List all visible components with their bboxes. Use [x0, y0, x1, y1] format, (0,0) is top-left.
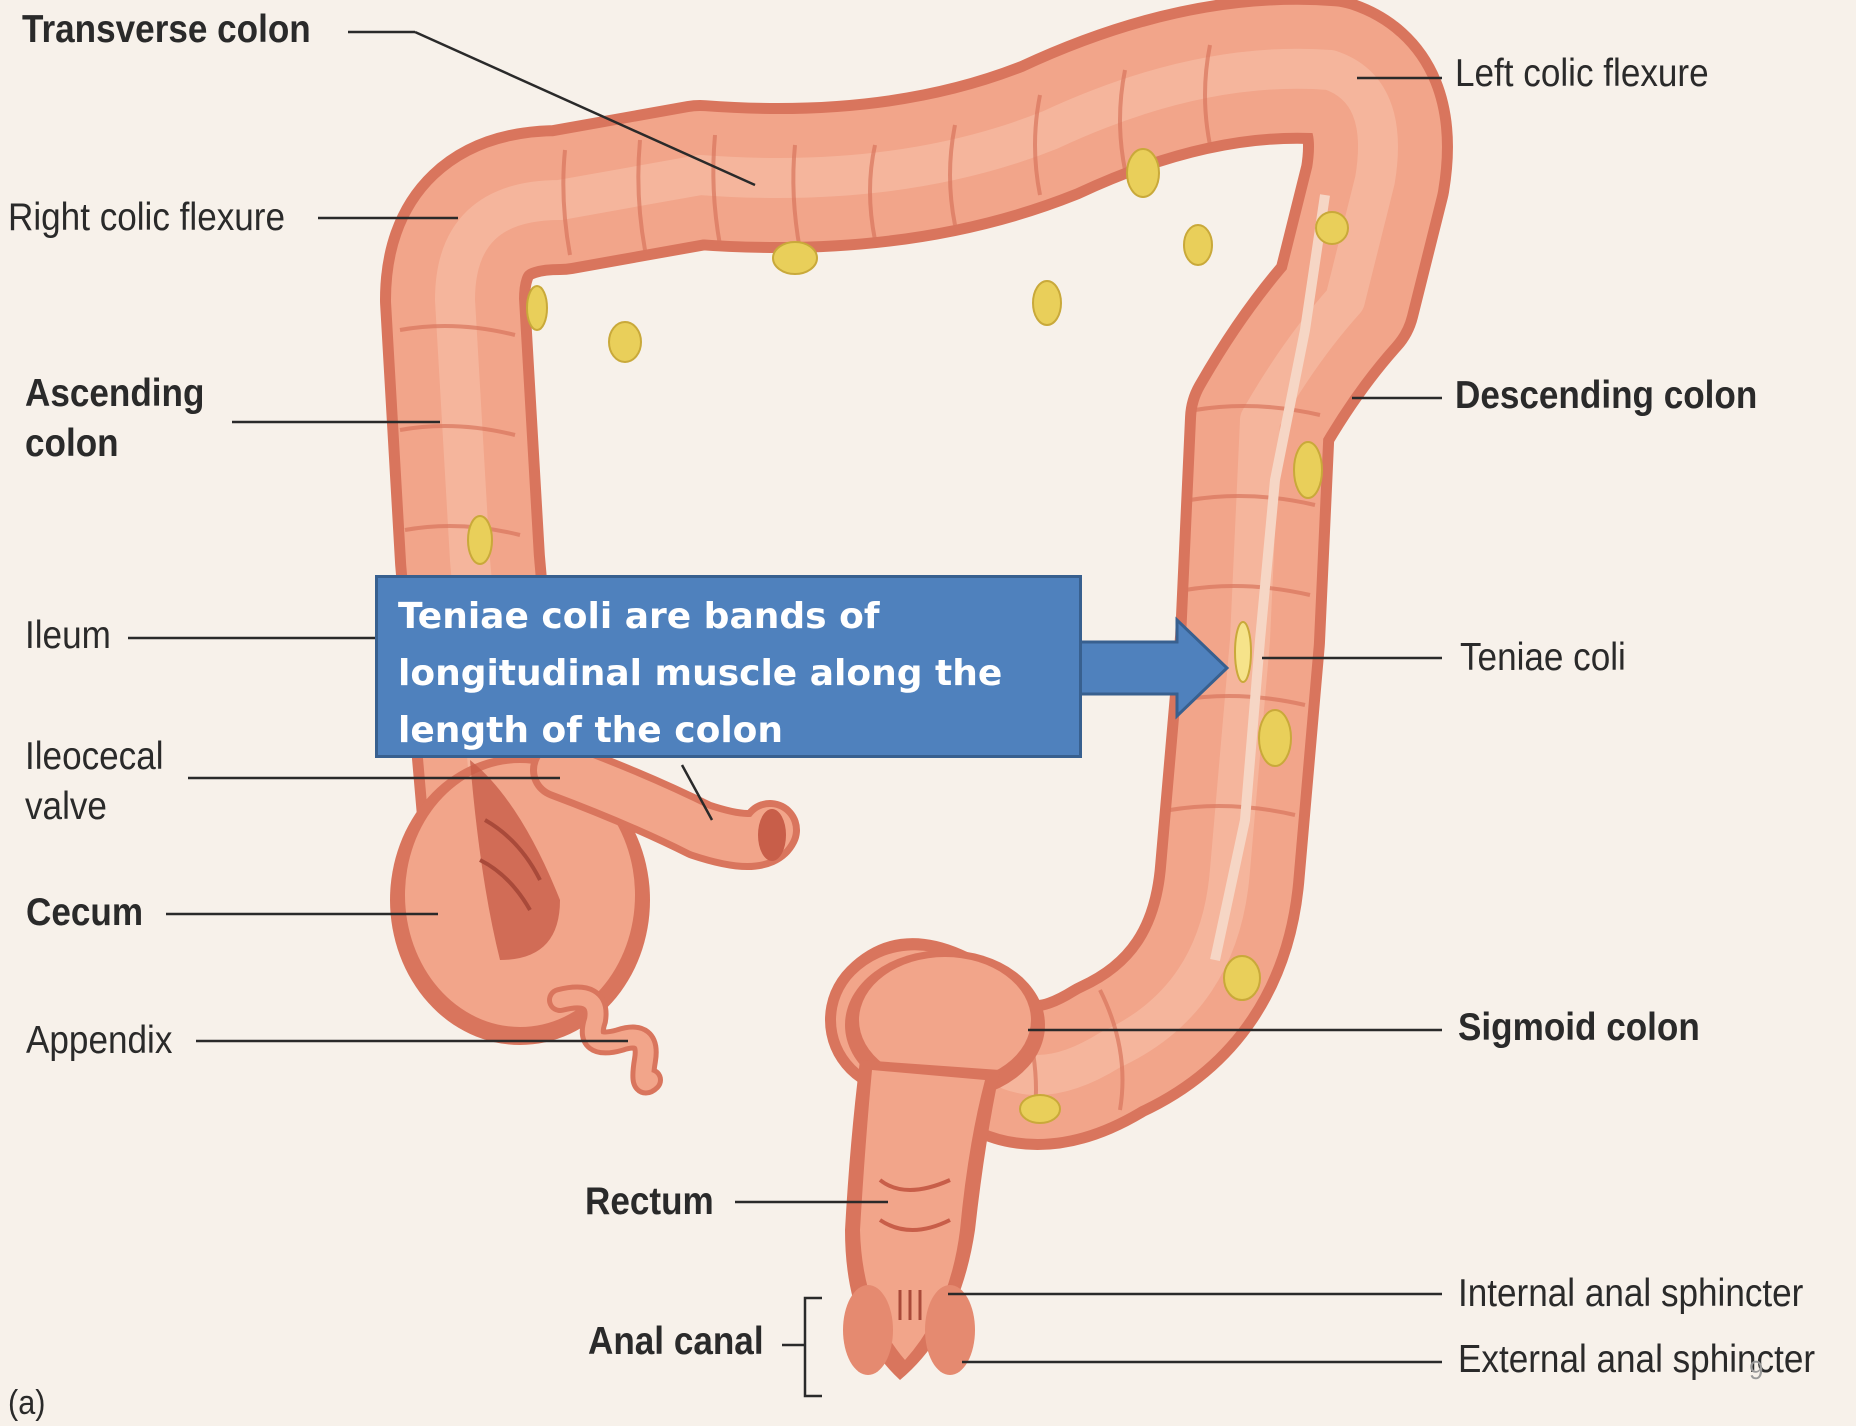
callout-box: Teniae coli are bands of longitudinal mu… [375, 575, 1082, 758]
page-number: 9 [1749, 1355, 1763, 1386]
label-descending-colon: Descending colon [1455, 374, 1757, 418]
label-sigmoid-colon: Sigmoid colon [1458, 1006, 1700, 1050]
rectum-shape [843, 950, 1045, 1380]
label-anal-canal: Anal canal [588, 1320, 764, 1364]
label-cecum: Cecum [26, 891, 143, 935]
label-internal-anal-sphincter: Internal anal sphincter [1458, 1272, 1803, 1316]
callout-line-3: length of the colon [398, 702, 1059, 759]
label-right-colic-flexure: Right colic flexure [8, 196, 285, 240]
label-appendix: Appendix [26, 1019, 172, 1063]
label-ascending-colon-line1: Ascending [25, 372, 204, 416]
label-transverse-colon: Transverse colon [22, 8, 311, 52]
label-ileocecal-valve-line2: valve [25, 785, 107, 829]
label-ascending-colon-line2: colon [25, 422, 119, 466]
label-figure-panel: (a) [8, 1384, 45, 1422]
leader-anal-canal [782, 1298, 822, 1396]
callout-line-1: Teniae coli are bands of [398, 588, 1059, 645]
label-teniae-coli: Teniae coli [1460, 636, 1626, 680]
label-left-colic-flexure: Left colic flexure [1455, 52, 1709, 96]
label-rectum: Rectum [585, 1180, 714, 1224]
label-ileum: Ileum [25, 614, 111, 658]
callout-line-2: longitudinal muscle along the [398, 645, 1059, 702]
label-ileocecal-valve-line1: Ileocecal [25, 735, 164, 779]
